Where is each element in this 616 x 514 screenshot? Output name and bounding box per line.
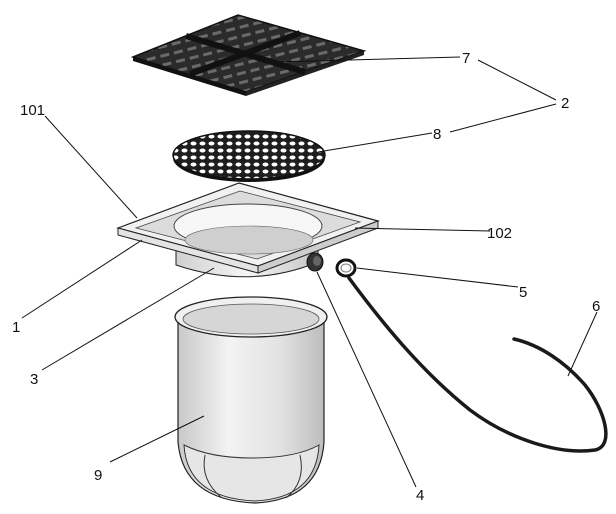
leader-5	[356, 267, 519, 288]
label-1: 1	[12, 319, 20, 336]
label-7: 7	[462, 50, 470, 67]
side-connector	[306, 252, 324, 272]
leader-101	[44, 115, 138, 219]
collection-cup	[174, 296, 328, 504]
leader-7	[273, 56, 461, 63]
leader-lines	[21, 56, 598, 488]
leader-2b	[449, 103, 557, 133]
leader-6	[567, 311, 598, 377]
filter-disc	[172, 130, 326, 182]
label-8: 8	[433, 126, 441, 143]
label-3: 3	[30, 371, 38, 388]
leader-8	[317, 132, 433, 153]
label-9: 9	[94, 467, 102, 484]
label-101: 101	[20, 102, 45, 119]
label-4: 4	[416, 487, 424, 504]
grate-cover	[130, 14, 367, 96]
leader-9	[109, 415, 205, 463]
leader-3	[41, 267, 215, 371]
label-2: 2	[561, 95, 569, 112]
leader-2a	[477, 59, 557, 101]
leader-1	[21, 239, 143, 319]
ring-connector	[335, 258, 357, 278]
cable	[347, 276, 608, 453]
label-6: 6	[592, 298, 600, 315]
callout-labels: 101 7 2 8 102 5 6 1 3 9 4	[12, 50, 600, 504]
label-5: 5	[519, 284, 527, 301]
drain-frame	[116, 182, 380, 278]
label-102: 102	[487, 225, 512, 242]
leader-102	[354, 227, 491, 232]
leader-4	[316, 271, 417, 488]
